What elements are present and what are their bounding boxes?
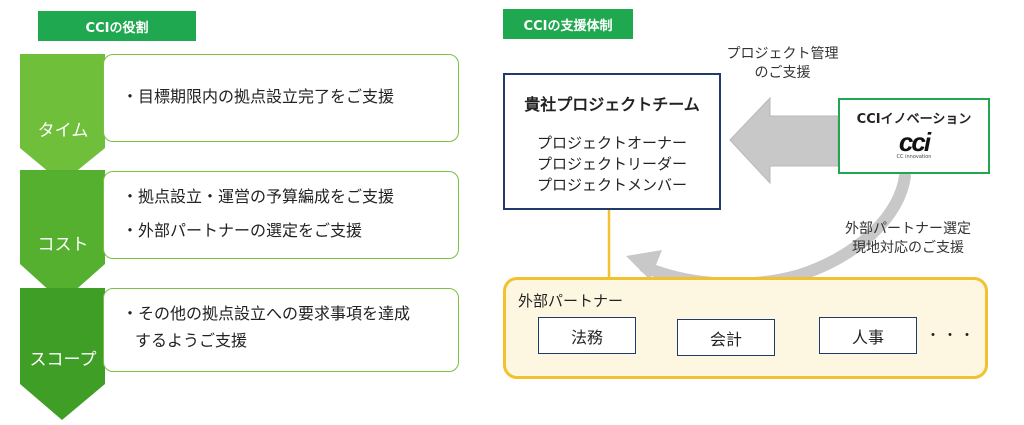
partner-ellipsis: ・・・: [926, 328, 977, 344]
role-item: ・その他の拠点設立への要求事項を達成: [122, 304, 411, 323]
client-team-box: 貴社プロジェクトチーム プロジェクトオーナー プロジェクトリーダー プロジェクト…: [503, 73, 721, 210]
chevron-column: [20, 54, 105, 420]
partner-box-hr: 人事: [819, 317, 917, 354]
role-item: するようご支援: [135, 331, 248, 350]
partner-box-accounting: 会計: [677, 319, 775, 356]
chevron-time: [20, 54, 105, 183]
support-header-tag: CCIの支援体制: [503, 9, 633, 39]
pm-support-arrow: [729, 96, 839, 185]
client-team-title: 貴社プロジェクトチーム: [524, 95, 700, 114]
partner-label: 人事: [851, 327, 884, 347]
chevron-label-time: タイム: [37, 121, 89, 141]
partner-support-arrowhead: [626, 250, 662, 280]
cci-innovation-title: CCIイノベーション: [856, 112, 972, 127]
chevron-cost: [20, 170, 105, 302]
cci-innovation-box: CCIイノベーション cci CC innovation: [838, 98, 990, 174]
external-partners-area: 外部パートナー 法務 会計 人事 ・・・: [503, 277, 988, 379]
partner-note: 外部パートナー選定 現地対応のご支援: [823, 220, 993, 258]
role-item: ・外部パートナーの選定をご支援: [122, 221, 363, 240]
team-member: プロジェクトメンバー: [536, 176, 687, 194]
cci-logo-subtext: CC innovation: [896, 154, 932, 160]
partner-label: 法務: [570, 327, 603, 347]
chevron-scope: [20, 288, 105, 420]
cci-logo-mark: cci: [898, 127, 931, 157]
client-team-members: プロジェクトオーナー プロジェクトリーダー プロジェクトメンバー: [505, 133, 719, 196]
team-member: プロジェクトオーナー: [536, 134, 687, 152]
support-header-label: CCIの支援体制: [523, 18, 613, 34]
pm-note: プロジェクト管理 のご支援: [705, 45, 860, 83]
role-box-cost: ・拠点設立・運営の予算編成をご支援 ・外部パートナーの選定をご支援: [103, 171, 459, 259]
cci-logo: cci CC innovation: [840, 127, 988, 161]
role-box-time: ・目標期限内の拠点設立完了をご支援: [103, 54, 459, 142]
role-item: ・拠点設立・運営の予算編成をご支援: [122, 187, 395, 206]
role-item: ・目標期限内の拠点設立完了をご支援: [122, 87, 395, 106]
chevron-label-scope: スコープ: [29, 350, 97, 370]
pm-note-line: プロジェクト管理: [726, 46, 839, 62]
pm-note-line: のご支援: [754, 65, 811, 81]
role-header-tag: CCIの役割: [38, 11, 196, 41]
role-header-label: CCIの役割: [85, 20, 149, 36]
partner-note-line: 現地対応のご支援: [852, 240, 964, 256]
role-box-scope: ・その他の拠点設立への要求事項を達成 するようご支援: [103, 288, 459, 372]
partner-note-line: 外部パートナー選定: [845, 221, 971, 237]
team-member: プロジェクトリーダー: [536, 155, 687, 173]
chevron-label-cost: コスト: [37, 235, 89, 255]
external-partners-title: 外部パートナー: [518, 292, 624, 310]
partner-box-legal: 法務: [538, 317, 636, 354]
partner-label: 会計: [709, 329, 742, 349]
